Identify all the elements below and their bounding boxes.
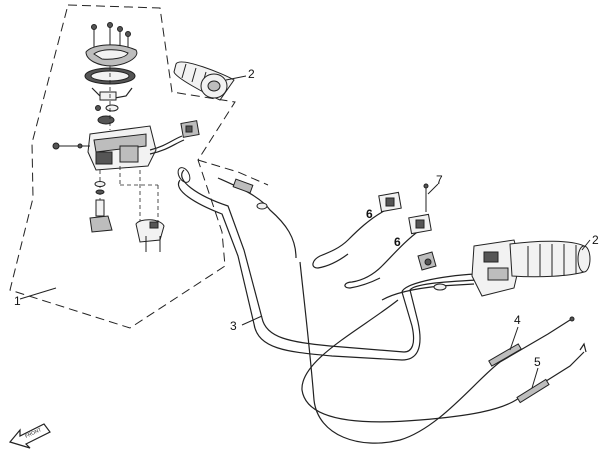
callout-7: 7: [436, 173, 443, 187]
callout-2-right: 2: [592, 233, 599, 247]
callout-6-upper: 6: [366, 207, 373, 221]
callout-1: 1: [14, 294, 21, 308]
lever-bracket: [417, 251, 437, 271]
switch-body: [52, 125, 157, 171]
wire-harness: [312, 183, 432, 289]
front-marker: FRONT: [8, 423, 51, 449]
assembly-outline-right: [197, 159, 269, 186]
switch-internals: [91, 66, 133, 130]
lower-clamp-parts: [89, 181, 165, 252]
callout-6-lower: 6: [394, 235, 401, 249]
cable-5: [301, 299, 587, 423]
handlebar: [177, 167, 479, 361]
switch-cover: [85, 44, 138, 67]
right-switch-grip: [471, 239, 591, 297]
left-grip: [173, 61, 235, 101]
callout-5: 5: [534, 355, 541, 369]
cable-4: [299, 261, 575, 444]
callout-3: 3: [230, 319, 237, 333]
assembly-outline: [9, 4, 236, 329]
throttle-cable: [217, 177, 297, 259]
leader-lines: [19, 75, 591, 389]
switch-harness: [149, 120, 200, 155]
callout-4: 4: [514, 313, 521, 327]
arrow-icon: [8, 423, 51, 449]
callout-2-left: 2: [248, 67, 255, 81]
right-cable: [381, 283, 475, 301]
